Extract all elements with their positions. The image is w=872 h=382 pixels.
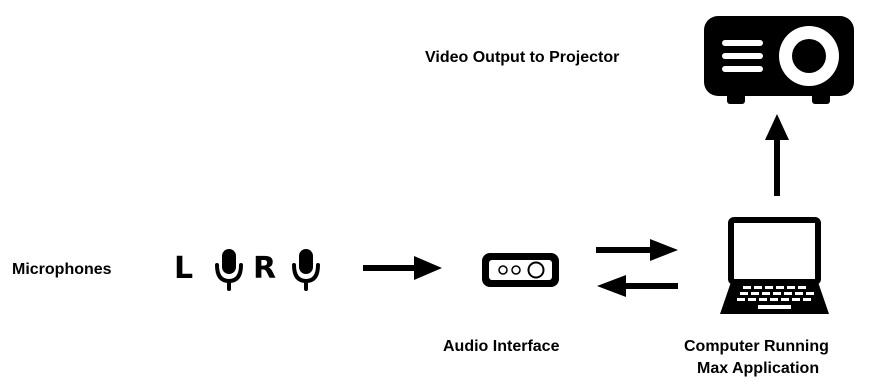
audio-interface-label: Audio Interface: [443, 338, 560, 355]
projector-label: Video Output to Projector: [425, 49, 620, 66]
audio-interface-icon: [482, 253, 559, 287]
arrow-to-audio-interface: [363, 256, 442, 280]
laptop-icon: [720, 217, 829, 314]
computer-label-line2: Max Application: [697, 360, 820, 377]
microphones-label: Microphones: [12, 261, 112, 278]
right-channel-letter: R: [253, 251, 277, 286]
right-microphone-icon: [292, 247, 320, 291]
arrow-to-computer: [596, 239, 678, 261]
projector-icon: [704, 16, 854, 104]
left-channel-letter: L: [174, 251, 194, 286]
arrow-to-audio-interface-return: [597, 275, 678, 297]
arrow-up-to-projector: [765, 114, 789, 196]
left-microphone-icon: [215, 247, 243, 291]
computer-label-line1: Computer Running: [684, 338, 829, 355]
